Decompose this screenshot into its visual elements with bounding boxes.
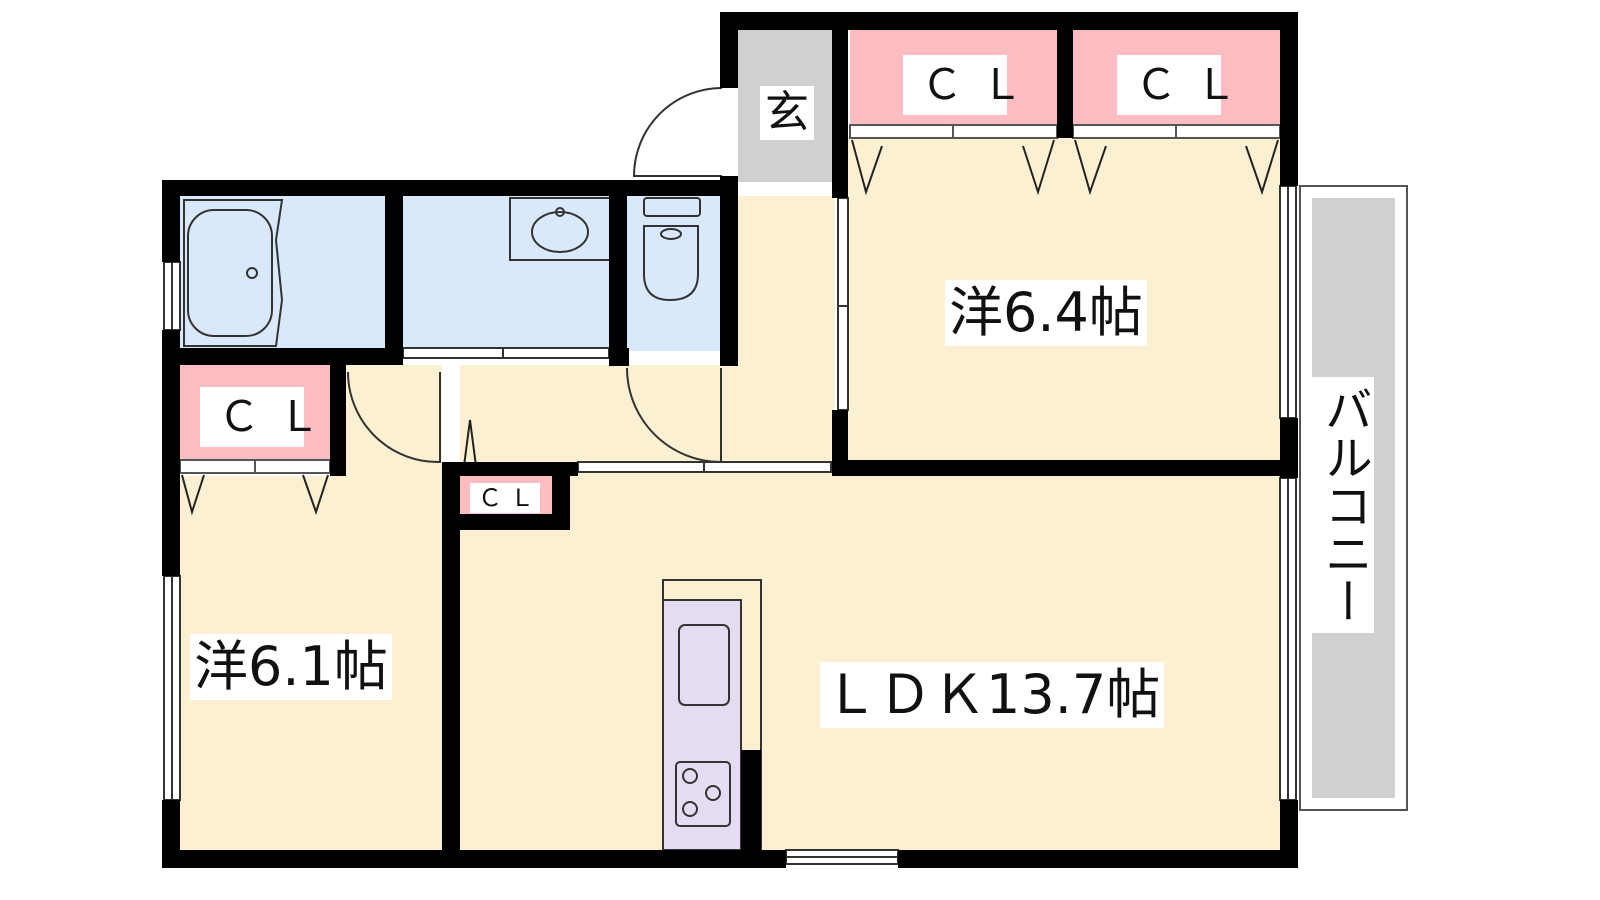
closet-door-swings <box>181 139 1279 516</box>
room-6-1-upper-floor <box>346 365 442 476</box>
windows <box>163 185 1297 865</box>
toilet <box>643 197 701 302</box>
kitchen-sink <box>678 624 730 706</box>
hall-floor <box>460 365 835 476</box>
room-6-4-label: 洋6.4帖 <box>945 280 1147 346</box>
closet-1-label: ＣＬ <box>903 55 1023 115</box>
closet-2-label: ＣＬ <box>1117 55 1237 115</box>
closet-3-label: ＣＬ <box>200 387 320 447</box>
stove <box>675 761 731 827</box>
toilet-floor <box>627 196 720 351</box>
washroom-floor <box>403 196 611 351</box>
ldk-label: ＬＤＫ13.7帖 <box>820 662 1165 728</box>
room-6-1-label: 洋6.1帖 <box>190 634 392 700</box>
walls <box>162 12 1298 868</box>
entrance-label: 玄 <box>760 86 814 140</box>
corridor-floor <box>738 196 835 366</box>
closet-doors <box>179 124 1281 474</box>
closet-4-label: ＣＬ <box>470 483 540 513</box>
bathtub <box>183 199 284 347</box>
bathroom-floor <box>180 196 385 348</box>
balcony-label: バルコニー <box>1312 377 1374 633</box>
